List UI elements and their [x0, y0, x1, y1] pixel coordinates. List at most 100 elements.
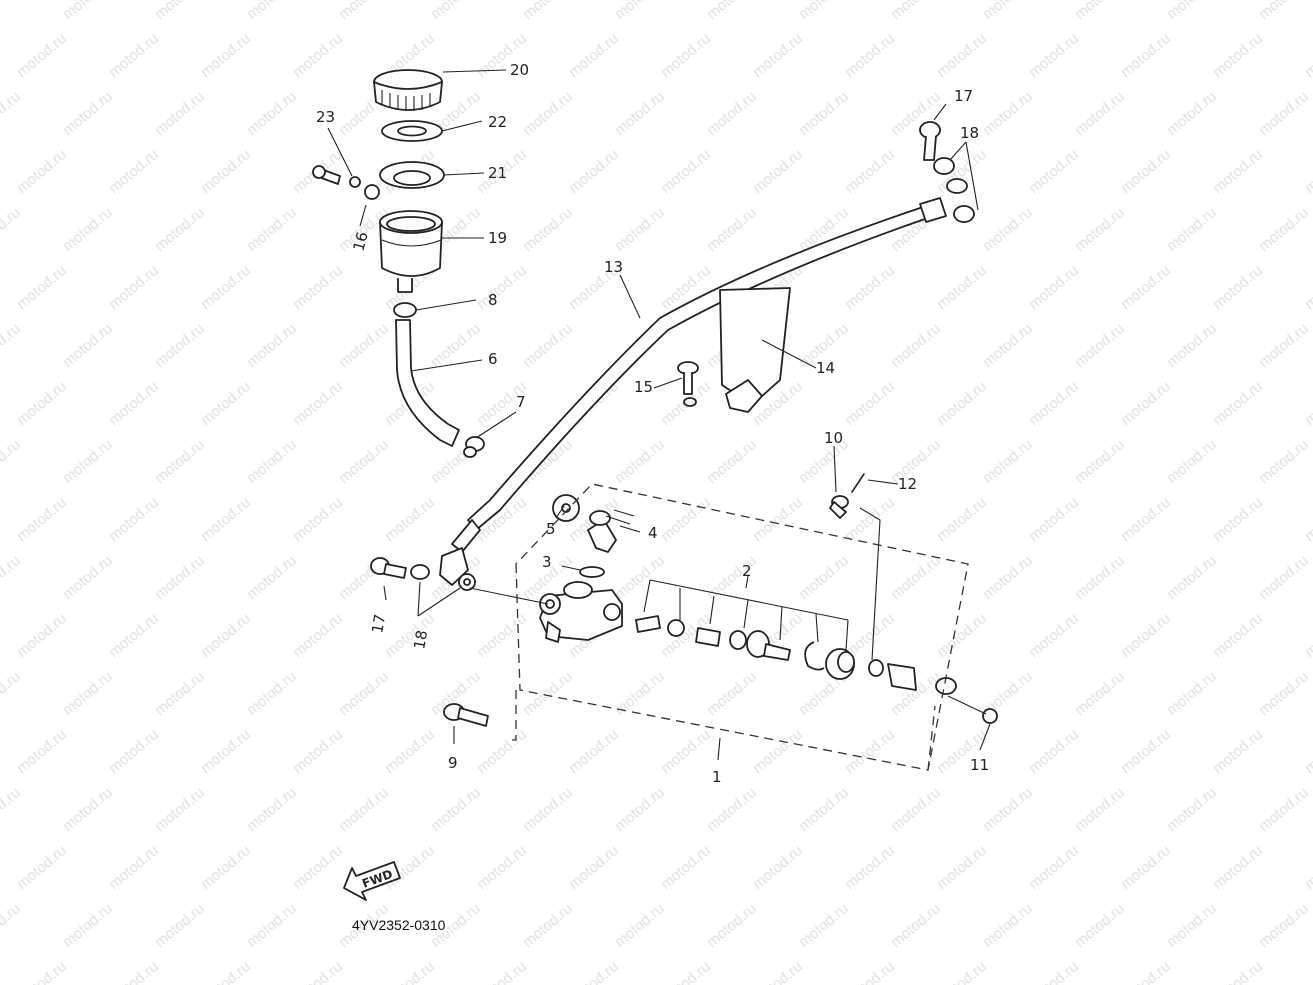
watermark-text: motod.ru: [1302, 30, 1313, 81]
watermark-text: motod.ru: [1256, 552, 1312, 603]
watermark-text: motod.ru: [1302, 494, 1313, 545]
watermark-text: motod.ru: [14, 30, 70, 81]
watermark-text: motod.ru: [1210, 378, 1266, 429]
watermark-text: motod.ru: [842, 842, 898, 893]
watermark-text: motod.ru: [198, 494, 254, 545]
watermark-text: motod.ru: [1118, 842, 1174, 893]
clevis-pin: [829, 473, 865, 519]
watermark-text: motod.ru: [106, 262, 162, 313]
watermark-text: motod.ru: [1210, 262, 1266, 313]
watermark-text: motod.ru: [1302, 146, 1313, 197]
watermark-text: motod.ru: [106, 146, 162, 197]
watermark-text: motod.ru: [1164, 668, 1220, 719]
watermark-text: motod.ru: [14, 146, 70, 197]
watermark-text: motod.ru: [14, 958, 70, 985]
watermark-text: motod.ru: [336, 784, 392, 835]
watermark-text: motod.ru: [796, 784, 852, 835]
watermark-text: motod.ru: [612, 784, 668, 835]
watermark-text: motod.ru: [1072, 668, 1128, 719]
watermark-text: motod.ru: [198, 842, 254, 893]
watermark-text: motod.ru: [980, 552, 1036, 603]
watermark-text: motod.ru: [612, 668, 668, 719]
watermark-text: motod.ru: [0, 900, 24, 951]
watermark-text: motod.ru: [1072, 900, 1128, 951]
watermark-text: motod.ru: [0, 668, 24, 719]
callout-22: 22: [488, 113, 507, 131]
diagram-code: 4YV2352-0310: [352, 917, 446, 933]
watermark-text: motod.ru: [1164, 204, 1220, 255]
diaphragm: [379, 161, 445, 189]
watermark-text: motod.ru: [0, 0, 24, 23]
watermark-text: motod.ru: [612, 552, 668, 603]
watermark-text: motod.ru: [0, 204, 24, 255]
watermark-text: motod.ru: [198, 30, 254, 81]
watermark-text: motod.ru: [612, 0, 668, 23]
callout-20: 20: [510, 61, 529, 79]
watermark-text: motod.ru: [612, 436, 668, 487]
watermark-text: motod.ru: [474, 610, 530, 661]
watermark-text: motod.ru: [1302, 610, 1313, 661]
watermark-text: motod.ru: [566, 726, 622, 777]
watermark-text: motod.ru: [612, 88, 668, 139]
watermark-text: motod.ru: [1256, 784, 1312, 835]
callout-18-upper: 18: [960, 124, 979, 142]
watermark-text: motod.ru: [290, 610, 346, 661]
watermark-text: motod.ru: [1302, 726, 1313, 777]
watermark-text: motod.ru: [60, 88, 116, 139]
watermark-text: motod.ru: [1164, 88, 1220, 139]
watermark-text: motod.ru: [198, 378, 254, 429]
assembly-outline: [512, 483, 969, 771]
watermark-text: motod.ru: [1026, 842, 1082, 893]
watermark-text: motod.ru: [1256, 204, 1312, 255]
watermark-text: motod.ru: [980, 204, 1036, 255]
callout-11: 11: [970, 756, 989, 774]
watermark-text: motod.ru: [290, 378, 346, 429]
watermark-text: motod.ru: [1164, 436, 1220, 487]
watermark-text: motod.ru: [1256, 0, 1312, 23]
callout-2: 2: [742, 562, 752, 580]
callout-12: 12: [898, 475, 917, 493]
watermark-text: motod.ru: [14, 494, 70, 545]
watermark-text: motod.ru: [106, 726, 162, 777]
watermark-text: motod.ru: [0, 784, 24, 835]
watermark-text: motod.ru: [152, 436, 208, 487]
watermark-text: motod.ru: [14, 726, 70, 777]
watermark-text: motod.ru: [704, 668, 760, 719]
watermark-text: motod.ru: [1256, 88, 1312, 139]
watermark-text: motod.ru: [382, 726, 438, 777]
watermark-text: motod.ru: [60, 784, 116, 835]
watermark-text: motod.ru: [1026, 610, 1082, 661]
watermark-text: motod.ru: [704, 436, 760, 487]
watermark-text: motod.ru: [1118, 958, 1174, 985]
watermark-text: motod.ru: [658, 842, 714, 893]
watermark-text: motod.ru: [704, 784, 760, 835]
watermark-text: motod.ru: [980, 900, 1036, 951]
watermark-text: motod.ru: [1164, 900, 1220, 951]
watermark-text: motod.ru: [1026, 30, 1082, 81]
watermark-text: motod.ru: [980, 436, 1036, 487]
watermark-text: motod.ru: [520, 88, 576, 139]
watermark-text: motod.ru: [520, 900, 576, 951]
callout-9: 9: [448, 754, 458, 772]
watermark-text: motod.ru: [60, 320, 116, 371]
reservoir-hose: [395, 319, 460, 447]
watermark-text: motod.ru: [704, 0, 760, 23]
o-ring: [579, 566, 605, 578]
watermark-text: motod.ru: [14, 610, 70, 661]
watermark-text: motod.ru: [152, 784, 208, 835]
watermark-text: motod.ru: [1256, 900, 1312, 951]
watermark-text: motod.ru: [152, 668, 208, 719]
watermark-text: motod.ru: [474, 262, 530, 313]
callout-13: 13: [604, 258, 623, 276]
watermark-text: motod.ru: [704, 88, 760, 139]
watermark-text: motod.ru: [1118, 30, 1174, 81]
watermark-text: motod.ru: [244, 320, 300, 371]
watermark-text: motod.ru: [1164, 552, 1220, 603]
watermark-text: motod.ru: [842, 146, 898, 197]
watermark-text: motod.ru: [520, 784, 576, 835]
callout-5: 5: [546, 520, 556, 538]
watermark-text: motod.ru: [658, 146, 714, 197]
watermark-text: motod.ru: [474, 842, 530, 893]
callout-10: 10: [824, 429, 843, 447]
